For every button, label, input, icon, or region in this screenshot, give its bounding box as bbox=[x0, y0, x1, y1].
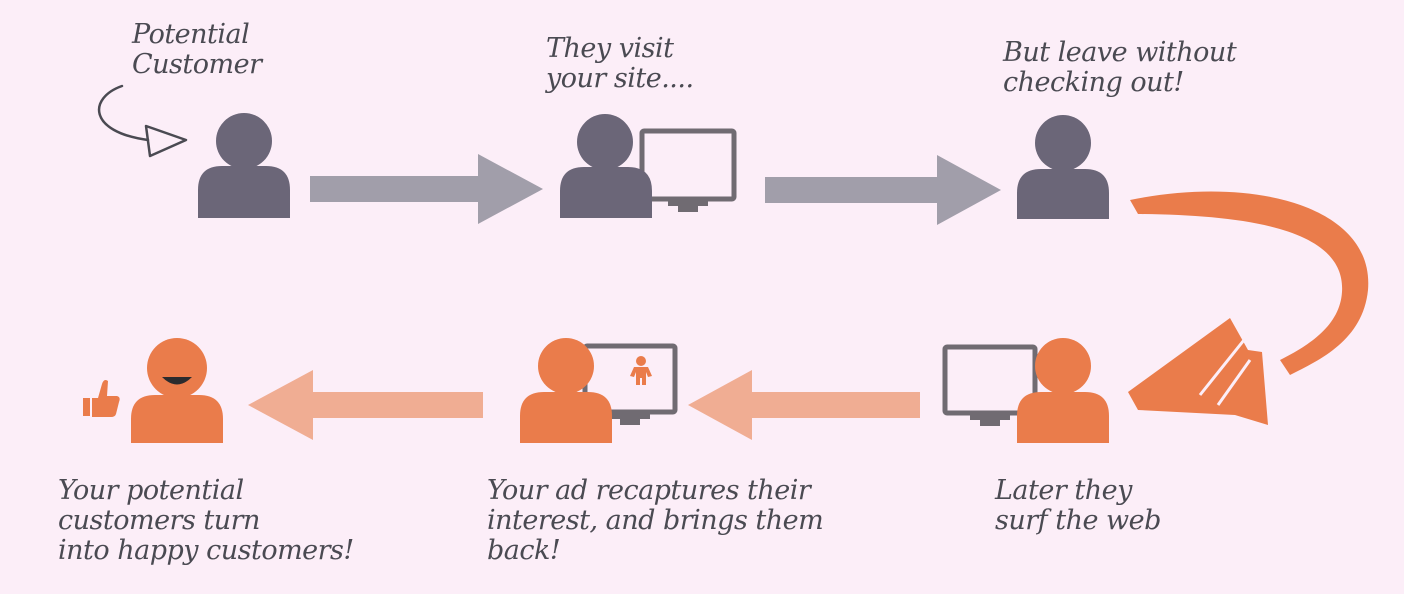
caption-line: checking out! bbox=[1003, 67, 1184, 98]
monitor-icon bbox=[639, 128, 737, 212]
caption-line: They visit bbox=[546, 33, 674, 64]
caption-line: Customer bbox=[132, 49, 262, 80]
caption-line: Potential bbox=[132, 19, 250, 50]
arrow-left-icon bbox=[688, 370, 920, 440]
caption-line: into happy customers! bbox=[58, 535, 354, 566]
caption-happy-customer: Your potential customers turn into happy… bbox=[58, 476, 354, 566]
caption-line: customers turn bbox=[58, 505, 260, 536]
curved-arrow-icon bbox=[1128, 191, 1369, 425]
caption-visit-site: They visit your site.... bbox=[546, 34, 694, 94]
caption-line: Later they bbox=[995, 475, 1132, 506]
arrow-right-icon bbox=[765, 155, 1001, 225]
child-figure-icon bbox=[630, 356, 652, 385]
person-icon bbox=[520, 338, 612, 443]
caption-ad-recapture: Your ad recaptures their interest, and b… bbox=[487, 475, 824, 566]
caption-line: back! bbox=[487, 535, 561, 566]
person-icon bbox=[1017, 338, 1109, 443]
monitor-icon bbox=[942, 344, 1038, 426]
caption-line: surf the web bbox=[995, 505, 1161, 536]
caption-line: interest, and brings them bbox=[487, 505, 824, 536]
caption-line: your site.... bbox=[546, 63, 694, 94]
person-icon bbox=[560, 114, 652, 218]
person-icon bbox=[1017, 115, 1109, 219]
caption-leave: But leave without checking out! bbox=[1003, 37, 1237, 98]
arrow-left-icon bbox=[248, 370, 483, 440]
pointer-arrow-icon bbox=[97, 84, 188, 158]
caption-line: But leave without bbox=[1003, 37, 1237, 68]
caption-surf-web: Later they surf the web bbox=[995, 476, 1161, 536]
person-icon bbox=[131, 338, 223, 443]
smile-icon bbox=[162, 377, 192, 385]
arrow-right-icon bbox=[310, 154, 543, 224]
caption-potential-customer: Potential Customer bbox=[132, 20, 262, 80]
person-icon bbox=[198, 113, 290, 218]
caption-line: Your ad recaptures their bbox=[487, 475, 811, 506]
caption-line: Your potential bbox=[58, 475, 244, 506]
thumbs-up-icon bbox=[83, 380, 120, 417]
